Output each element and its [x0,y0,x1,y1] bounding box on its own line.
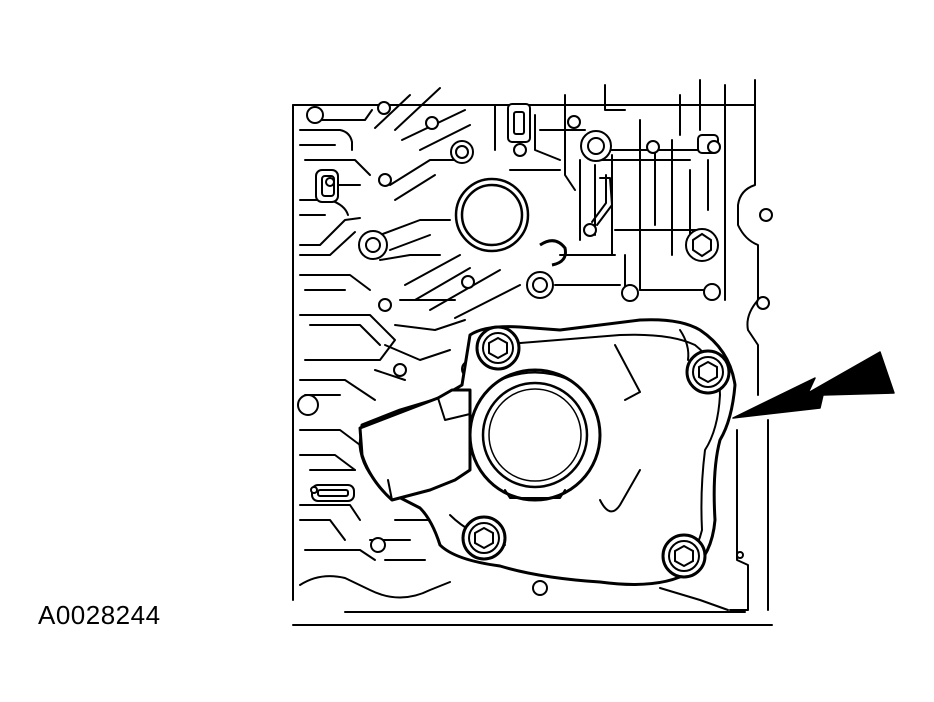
figure-id-label: A0028244 [38,600,161,630]
front-cover-housing [358,318,737,586]
fluid-passages [299,79,726,561]
upper-bore [454,177,530,253]
body-bolts [297,101,773,596]
valve-body-outline [292,79,773,626]
pointer-arrow [732,351,895,419]
c-clip [539,239,567,267]
